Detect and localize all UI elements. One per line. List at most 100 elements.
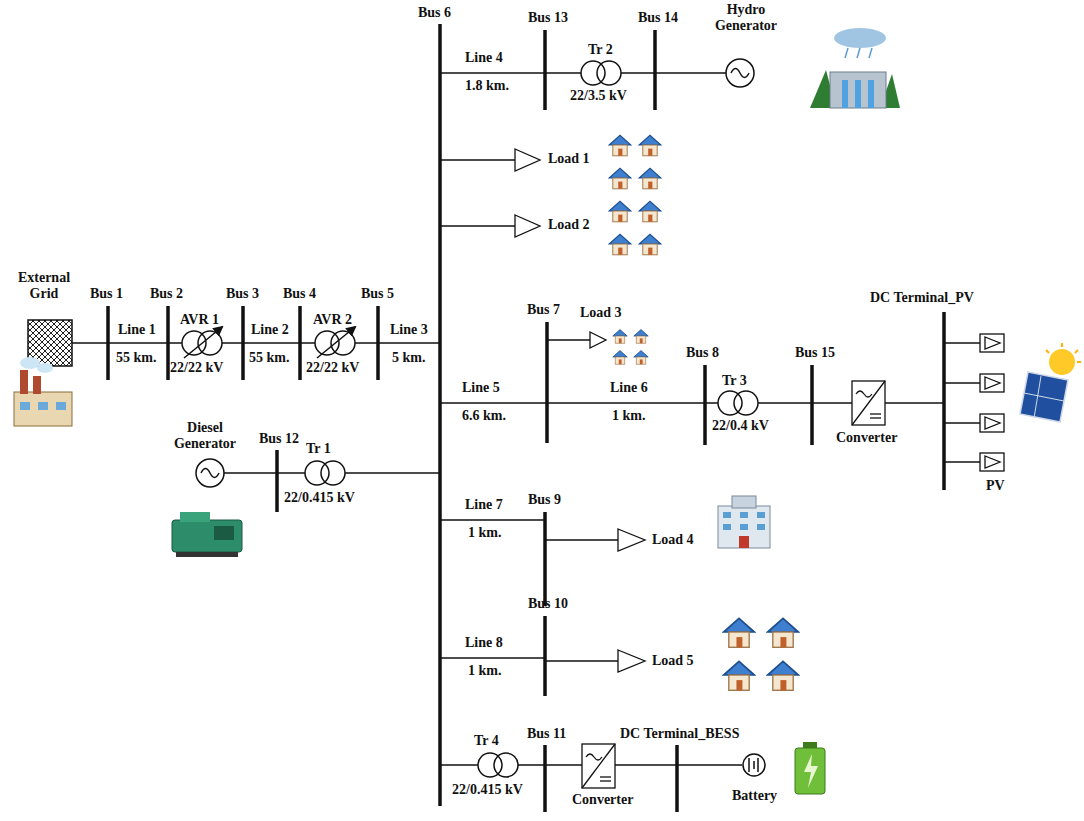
wires xyxy=(72,73,980,765)
house-icons xyxy=(634,351,648,365)
diagram-label: DC Terminal_PV xyxy=(870,290,974,306)
wires xyxy=(243,342,300,344)
diagram-label: External Grid xyxy=(8,270,80,302)
converters xyxy=(582,744,615,788)
house-icons xyxy=(609,234,631,254)
wires xyxy=(72,342,108,344)
wires xyxy=(440,72,545,74)
diagram-label: Bus 1 xyxy=(90,286,123,302)
wires xyxy=(440,764,478,766)
wires xyxy=(518,764,582,766)
diagram-label: PV xyxy=(986,478,1005,494)
diagram-label: 55 km. xyxy=(249,350,289,366)
battery-icon xyxy=(795,748,825,794)
wires xyxy=(108,342,168,344)
battery-symbol xyxy=(743,754,765,776)
solar-panel-icon xyxy=(1020,372,1068,422)
diagram-label: Line 8 xyxy=(465,635,503,651)
transformers xyxy=(494,753,518,777)
power-plant-icon xyxy=(33,376,41,394)
diagram-label: Bus 14 xyxy=(638,10,678,26)
hydro-dam-icon xyxy=(868,80,874,108)
diagram-label: Bus 2 xyxy=(150,286,183,302)
power-plant-icon xyxy=(14,357,72,426)
converters xyxy=(600,780,611,781)
house-icons xyxy=(639,135,661,155)
transformers xyxy=(734,391,758,415)
diagram-label: AVR 2 xyxy=(313,312,352,328)
house-icons xyxy=(609,135,798,690)
converters xyxy=(870,413,881,414)
battery-symbol xyxy=(743,754,765,776)
converters xyxy=(856,391,872,397)
diagram-label: Line 4 xyxy=(465,50,503,66)
diagram-label: 1 km. xyxy=(468,525,501,541)
building-icon xyxy=(757,512,765,518)
power-plant-icon xyxy=(38,402,48,410)
house-icons xyxy=(639,234,661,254)
wires xyxy=(705,402,718,404)
buses xyxy=(545,322,549,443)
hydro-dam-icon xyxy=(842,80,848,108)
buses xyxy=(241,306,245,380)
loads xyxy=(515,149,1004,672)
battery-symbol xyxy=(757,758,759,772)
diagram-label: Line 5 xyxy=(462,380,500,396)
loads xyxy=(515,149,540,171)
diagram-label: AVR 1 xyxy=(180,312,219,328)
generators xyxy=(196,459,224,487)
buses xyxy=(703,365,707,445)
solar-panel-icon xyxy=(1046,350,1049,353)
diagram-label: DC Terminal_BESS xyxy=(620,726,739,742)
building-icon xyxy=(723,512,765,530)
wires xyxy=(885,402,944,404)
diagram-label: 22/0.4 kV xyxy=(712,418,769,434)
buses xyxy=(810,365,814,445)
building-icon xyxy=(723,524,731,530)
diagram-label: 55 km. xyxy=(116,350,156,366)
wires xyxy=(758,402,852,404)
wires xyxy=(547,339,590,341)
diagram-label: Load 2 xyxy=(548,217,590,233)
hydro-dam-icon xyxy=(857,48,860,58)
diesel-generator-icon xyxy=(176,552,238,557)
house-icons xyxy=(613,330,627,344)
diagram-label: 5 km. xyxy=(392,350,425,366)
diagram-label: Bus 9 xyxy=(528,492,561,508)
loads xyxy=(985,337,1000,349)
wires xyxy=(168,342,182,344)
diagram-label: Load 4 xyxy=(652,532,694,548)
buses xyxy=(166,306,170,380)
hydro-dam-icon xyxy=(869,48,872,58)
wires xyxy=(621,72,655,74)
diagram-label: Tr 3 xyxy=(722,373,747,389)
diagram-label: Load 3 xyxy=(580,305,622,321)
wires xyxy=(545,539,618,541)
buses xyxy=(106,306,110,380)
diagram-label: 22/22 kV xyxy=(170,360,223,376)
diagram-label: Bus 8 xyxy=(686,345,719,361)
hydro-dam-icon xyxy=(810,28,900,108)
generators xyxy=(196,59,754,487)
wires xyxy=(378,342,440,344)
power-plant-icon xyxy=(37,363,53,373)
diagram-label: 22/22 kV xyxy=(306,360,359,376)
buses xyxy=(275,450,279,512)
wires xyxy=(345,472,440,474)
buses xyxy=(438,24,442,806)
diagram-label: Hydro Generator xyxy=(705,2,787,34)
wires xyxy=(440,159,515,161)
hydro-dam-icon xyxy=(830,72,886,108)
diagram-label: Bus 10 xyxy=(528,596,568,612)
power-plant-icon xyxy=(20,370,28,394)
diagram-label: Battery xyxy=(732,788,777,804)
diesel-generator-icon xyxy=(180,512,210,522)
battery-icon xyxy=(804,754,818,788)
loads xyxy=(985,417,1000,429)
diesel-generator-icon xyxy=(172,512,242,557)
buses xyxy=(675,745,679,812)
diagram-label: Line 1 xyxy=(118,322,156,338)
wires xyxy=(944,382,980,384)
